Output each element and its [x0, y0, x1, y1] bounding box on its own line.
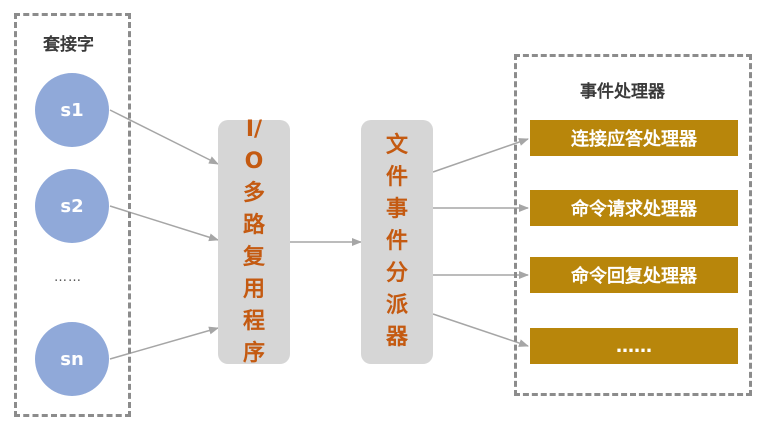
socket-group-label: 套接字: [43, 35, 94, 55]
socket-s2: s2: [35, 169, 109, 243]
file-event-dispatcher-label: 文件事件分派器: [385, 133, 408, 350]
file-event-dispatcher: 文件事件分派器: [361, 120, 433, 364]
io-multiplexer-label: I/O多路复用程序: [242, 117, 265, 366]
handler-more: ……: [530, 328, 738, 364]
handler-command-request: 命令请求处理器: [530, 190, 738, 226]
arrow-dispatcher-to-handler-4: [432, 313, 529, 347]
handler-group-label: 事件处理器: [580, 82, 665, 102]
arrow-dispatcher-to-handler-1: [432, 138, 529, 173]
handler-group: [514, 54, 752, 396]
handler-connection-accept: 连接应答处理器: [530, 120, 738, 156]
socket-ellipsis: ……: [54, 270, 82, 285]
socket-sn: sn: [35, 322, 109, 396]
handler-command-reply: 命令回复处理器: [530, 257, 738, 293]
socket-group: [14, 13, 131, 417]
socket-s1: s1: [35, 73, 109, 147]
io-multiplexer: I/O多路复用程序: [218, 117, 290, 366]
